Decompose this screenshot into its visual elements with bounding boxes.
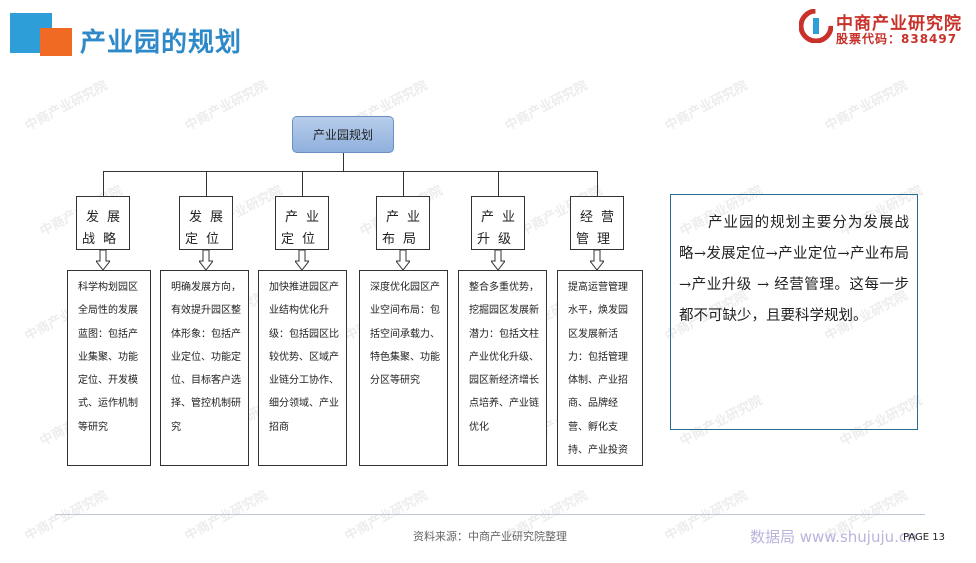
- watermark-text: 中商产业研究院: [662, 78, 751, 135]
- detail-box-management: 提高运营管理水平，焕发园区发展新活力：包括管理体制、产业招商、品牌经营、孵化支持…: [557, 270, 643, 466]
- category-label: 发展定位: [184, 210, 231, 247]
- category-label: 发展战略: [81, 210, 128, 247]
- watermark-text: 中商产业研究院: [502, 78, 591, 135]
- root-connector: [343, 153, 344, 171]
- detail-box-industry-positioning: 加快推进园区产业结构优化升级：包括园区比较优势、区域产业链分工协作、细分领域、产…: [258, 270, 347, 466]
- category-box: 产业定位: [275, 196, 329, 250]
- down-arrow-icon: [96, 250, 110, 270]
- down-arrow-icon: [396, 250, 410, 270]
- footer-divider: [55, 514, 925, 515]
- stock-code: 股票代码：838497: [836, 32, 958, 46]
- branch-connector: [103, 171, 598, 172]
- category-label: 经营管理: [575, 210, 622, 247]
- company-name: 中商产业研究院: [836, 14, 962, 34]
- branch-drop: [103, 171, 104, 196]
- down-arrow-icon: [590, 250, 604, 270]
- category-label: 产业升级: [476, 210, 523, 247]
- down-arrow-icon: [491, 250, 505, 270]
- category-box: 发展定位: [179, 196, 233, 250]
- root-node: 产业园规划: [292, 116, 394, 153]
- branch-drop: [597, 171, 598, 196]
- detail-box-strategy: 科学构划园区全局性的发展蓝图：包括产业集聚、功能定位、开发模式、运作机制等研究: [67, 270, 151, 466]
- branch-drop: [206, 171, 207, 196]
- category-box: 经营管理: [570, 196, 624, 250]
- detail-box-upgrade: 整合多重优势，挖掘园区发展新潜力：包括文柱产业优化升级、园区新经济增长点培养、产…: [458, 270, 547, 466]
- branch-drop: [498, 171, 499, 196]
- watermark-text: 中商产业研究院: [822, 78, 911, 135]
- category-label: 产业定位: [280, 210, 327, 247]
- down-arrow-icon: [295, 250, 309, 270]
- summary-text: 产业园的规划主要分为发展战略→发展定位→产业定位→产业布局 →产业升级 → 经营…: [670, 194, 918, 430]
- watermark-text: 中商产业研究院: [182, 78, 271, 135]
- detail-box-positioning: 明确发展方向，有效提升园区整体形象：包括产业定位、功能定位、目标客户选择、管控机…: [160, 270, 249, 466]
- watermark-text: 中商产业研究院: [22, 78, 111, 135]
- header-accent-orange: [40, 28, 72, 56]
- company-logo-icon: [799, 9, 833, 43]
- page-title: 产业园的规划: [80, 28, 243, 58]
- branch-drop: [403, 171, 404, 196]
- category-label: 产业布局: [381, 210, 428, 247]
- branch-drop: [302, 171, 303, 196]
- category-box: 产业升级: [471, 196, 525, 250]
- source-note: 资料来源：中商产业研究院整理: [413, 530, 567, 543]
- detail-box-layout: 深度优化园区产业空间布局：包括空间承载力、特色集聚、功能分区等研究: [359, 270, 448, 466]
- corner-watermark: 数据局 www.shujuju.cn: [750, 528, 917, 546]
- category-box: 发展战略: [76, 196, 130, 250]
- down-arrow-icon: [199, 250, 213, 270]
- category-box: 产业布局: [376, 196, 430, 250]
- page-number: PAGE 13: [903, 532, 946, 543]
